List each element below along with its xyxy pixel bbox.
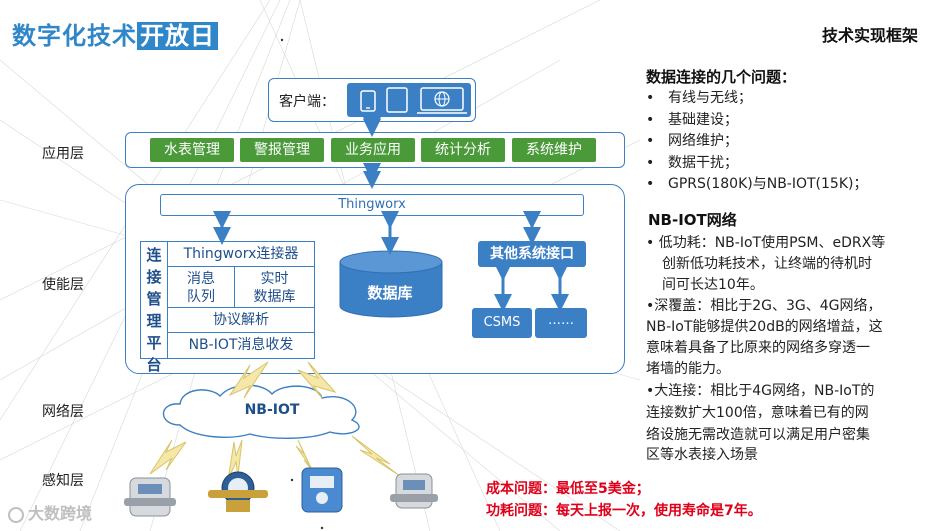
- realtime-database: 实时 数据库: [234, 266, 315, 308]
- water-meter-icon: [124, 477, 176, 517]
- tablet-icon: [386, 87, 408, 113]
- csms-box: CSMS: [472, 308, 532, 338]
- layer-label-perception: 感知层: [42, 473, 84, 489]
- queue-line: 消息: [187, 271, 215, 287]
- module-business[interactable]: 业务应用: [331, 138, 415, 162]
- list-item: 网络维护；: [646, 131, 867, 153]
- logo-text: 数字化技术: [12, 22, 137, 50]
- watermark-icon: [8, 506, 24, 523]
- layer-label-application: 应用层: [42, 146, 84, 162]
- realtime-db-line: 实时: [260, 271, 289, 287]
- globe-icon: [417, 87, 467, 114]
- realtime-db-line: 数据库: [253, 289, 296, 305]
- nbiot-line: • 低功耗：NB-IoT使用PSM、eDRX等: [646, 235, 886, 251]
- nbiot-line: 连接数扩大100倍，意味着已有的网: [646, 405, 869, 421]
- watermark-text: 大数跨境: [28, 504, 93, 523]
- nbiot-line: 意味着具备了比原来的网络多穿透一: [646, 340, 870, 356]
- nbiot-line: •深覆盖：相比于2G、3G、4G网络，: [646, 298, 882, 314]
- questions-list: 有线与无线； 基础建设； 网络维护； 数据干扰； GPRS(180K)与NB-I…: [646, 88, 867, 196]
- list-item: 基础建设；: [646, 110, 867, 132]
- layer-label-network: 网络层: [42, 404, 84, 420]
- database-icon: [339, 250, 443, 318]
- module-water-meter[interactable]: 水表管理: [150, 138, 234, 162]
- event-logo: 数字化技术开放日: [12, 16, 218, 51]
- title-char: 接: [146, 268, 162, 286]
- phone-icon: [360, 90, 376, 112]
- connection-platform-title: 连 接 管 理 平 台: [140, 241, 168, 374]
- other-system-interface: 其他系统接口: [478, 241, 586, 267]
- list-item: 有线与无线；: [646, 88, 867, 110]
- more-systems-box: ……: [535, 308, 587, 338]
- nbiot-line: •大连接：相比于4G网络，NB-IoT的: [646, 383, 875, 399]
- nbiot-title: NB-IOT网络: [648, 211, 737, 229]
- thingworx-connector: Thingworx连接器: [167, 241, 315, 267]
- nbiot-line: 区等水表接入场景: [646, 447, 758, 463]
- title-char: 连: [146, 246, 162, 264]
- message-queue: 消息 队列: [167, 266, 235, 308]
- watermark: 大数跨境: [8, 500, 92, 524]
- module-statistics[interactable]: 统计分析: [421, 138, 505, 162]
- power-note: 功耗问题：每天上报一次，使用寿命是7年。: [486, 503, 762, 519]
- list-item: 数据干扰；: [646, 153, 867, 175]
- water-meter-icon: [208, 471, 268, 512]
- title-char: 理: [146, 312, 162, 330]
- nbiot-line: 络设施无需改造就可以满足用户密集: [646, 427, 870, 443]
- layer-label-enable: 使能层: [42, 277, 84, 293]
- client-box: 客户端：: [268, 78, 476, 122]
- client-label: 客户端：: [279, 94, 335, 110]
- title-char: 管: [146, 290, 162, 308]
- nbiot-line: 间可长达10年。: [662, 277, 764, 293]
- water-meter-icon: [390, 473, 438, 509]
- cost-note: 成本问题：最低至5美金；: [486, 481, 650, 497]
- lightning-icon: [297, 361, 337, 399]
- thingworx-bar: Thingworx: [160, 194, 584, 216]
- module-alarm[interactable]: 警报管理: [240, 138, 324, 162]
- list-item: GPRS(180K)与NB-IOT(15K)；: [646, 174, 867, 196]
- lightning-icon: [149, 439, 187, 475]
- water-meter-icon: [301, 467, 343, 513]
- nbiot-line: NB-IoT能够提供20dB的网络增益，这: [646, 319, 883, 335]
- protocol-parser: 协议解析: [167, 307, 315, 333]
- title-char: 平: [146, 334, 162, 352]
- database-label: 数据库: [367, 284, 413, 302]
- lightning-icon: [228, 361, 269, 399]
- nbiot-line: 创新低功耗技术，让终端的待机时: [662, 256, 872, 272]
- module-maintenance[interactable]: 系统维护: [512, 138, 596, 162]
- slide-title: 技术实现框架: [821, 26, 918, 45]
- nbiot-message-handler: NB-IOT消息收发: [167, 332, 315, 359]
- logo-highlight: 开放日: [137, 22, 218, 50]
- title-char: 台: [146, 356, 162, 374]
- nbiot-line: 堵墙的能力。: [646, 361, 730, 377]
- network-label: NB-IOT: [244, 402, 300, 418]
- questions-title: 数据连接的几个问题：: [646, 68, 797, 86]
- client-devices: [347, 83, 471, 117]
- queue-line: 队列: [187, 289, 215, 305]
